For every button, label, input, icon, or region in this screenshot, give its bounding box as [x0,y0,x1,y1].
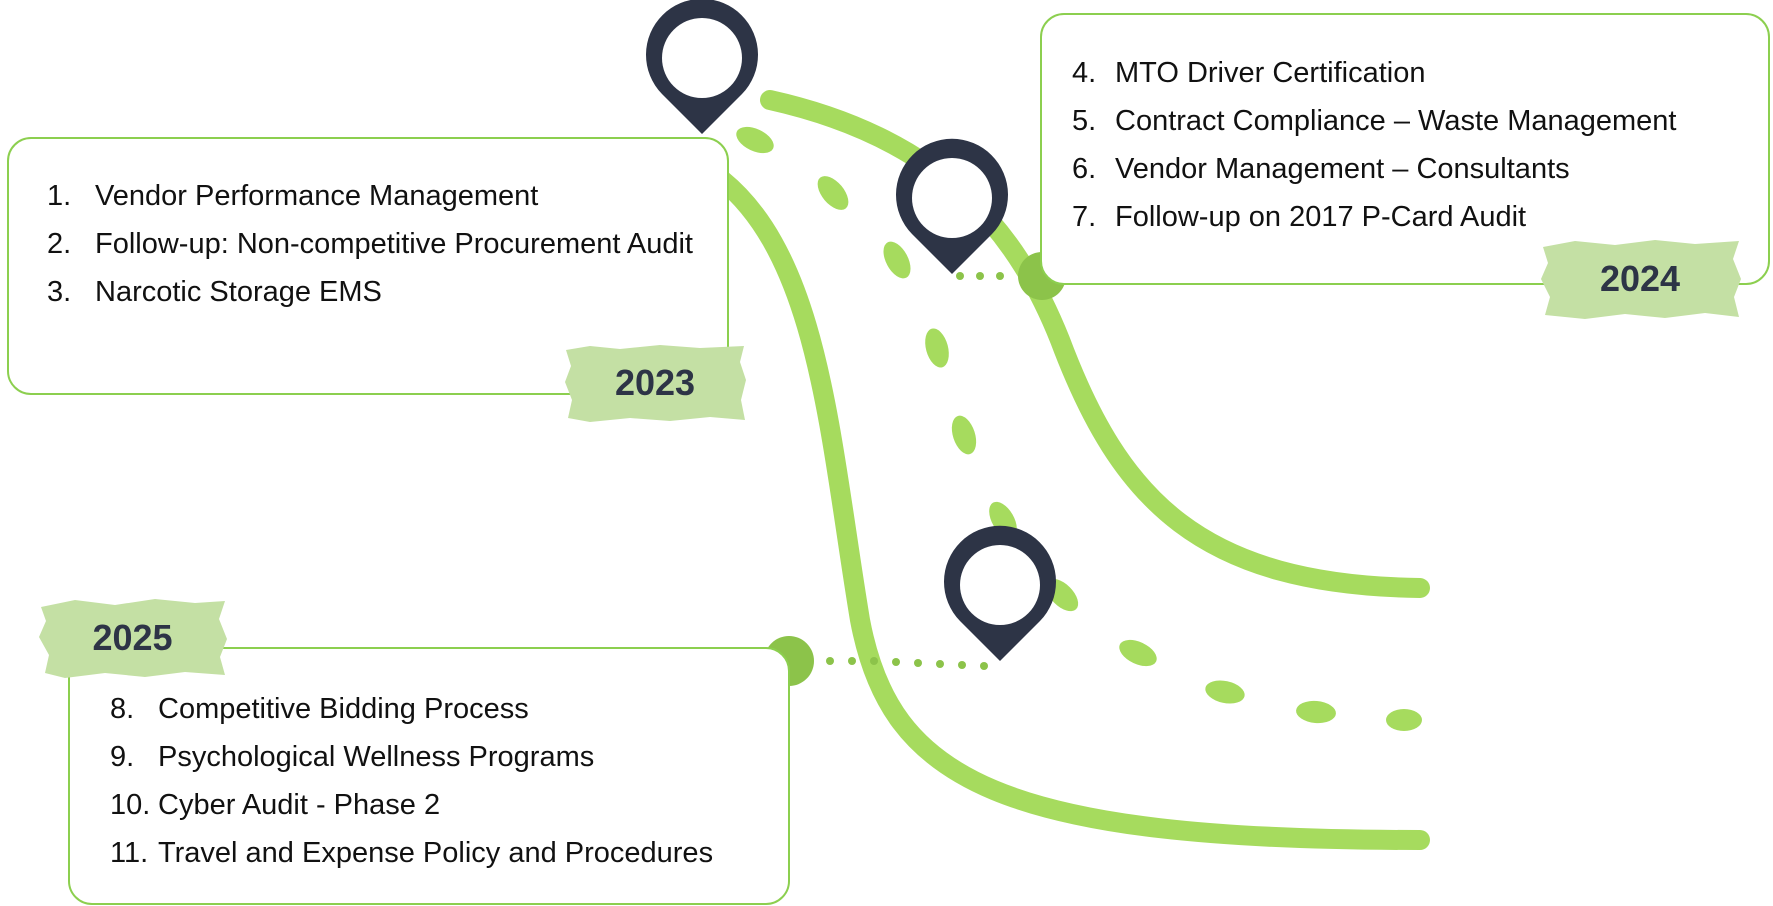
map-pin-icon [944,525,1056,661]
list-item: 10. Cyber Audit - Phase 2 [110,789,441,821]
milestone-list-2023: 1. Vendor Performance Management 2. Foll… [47,172,697,316]
year-tag-2023: 2023 [560,340,750,426]
list-item: 8. Competitive Bidding Process [110,693,529,725]
map-pin-icon [896,138,1008,274]
road-left-edge [712,170,1430,850]
brush-stroke-icon [39,599,227,678]
map-pin-icon [646,0,758,134]
milestone-list-2025: 8. Competitive Bidding Process 9. Psycho… [110,685,778,877]
list-item: 1. Vendor Performance Management [47,180,539,212]
list-item: 7. Follow-up on 2017 P-Card Audit [1072,201,1527,233]
milestone-card-2025: 8. Competitive Bidding Process 9. Psycho… [68,647,790,905]
list-item: 11. Travel and Expense Policy and Proced… [110,837,714,869]
list-item: 6. Vendor Management – Consultants [1072,153,1570,185]
brush-stroke-icon [1541,240,1741,319]
list-item: 3. Narcotic Storage EMS [47,276,382,308]
list-item: 2. Follow-up: Non-competitive Procuremen… [47,228,693,260]
milestone-card-2024: 4. MTO Driver Certification 5. Contract … [1040,13,1770,285]
year-label-2023: 2023 [614,362,696,403]
list-item: 4. MTO Driver Certification [1072,57,1426,89]
list-item: 5. Contract Compliance – Waste Managemen… [1072,105,1677,137]
year-label-2025: 2025 [92,617,173,658]
year-tag-2024: 2024 [1535,235,1745,323]
year-tag-2025: 2025 [35,595,230,681]
brush-stroke-icon [565,345,746,422]
list-item: 9. Psychological Wellness Programs [110,741,595,773]
year-label-2024: 2024 [1599,258,1681,299]
milestone-list-2024: 4. MTO Driver Certification 5. Contract … [1072,49,1748,241]
